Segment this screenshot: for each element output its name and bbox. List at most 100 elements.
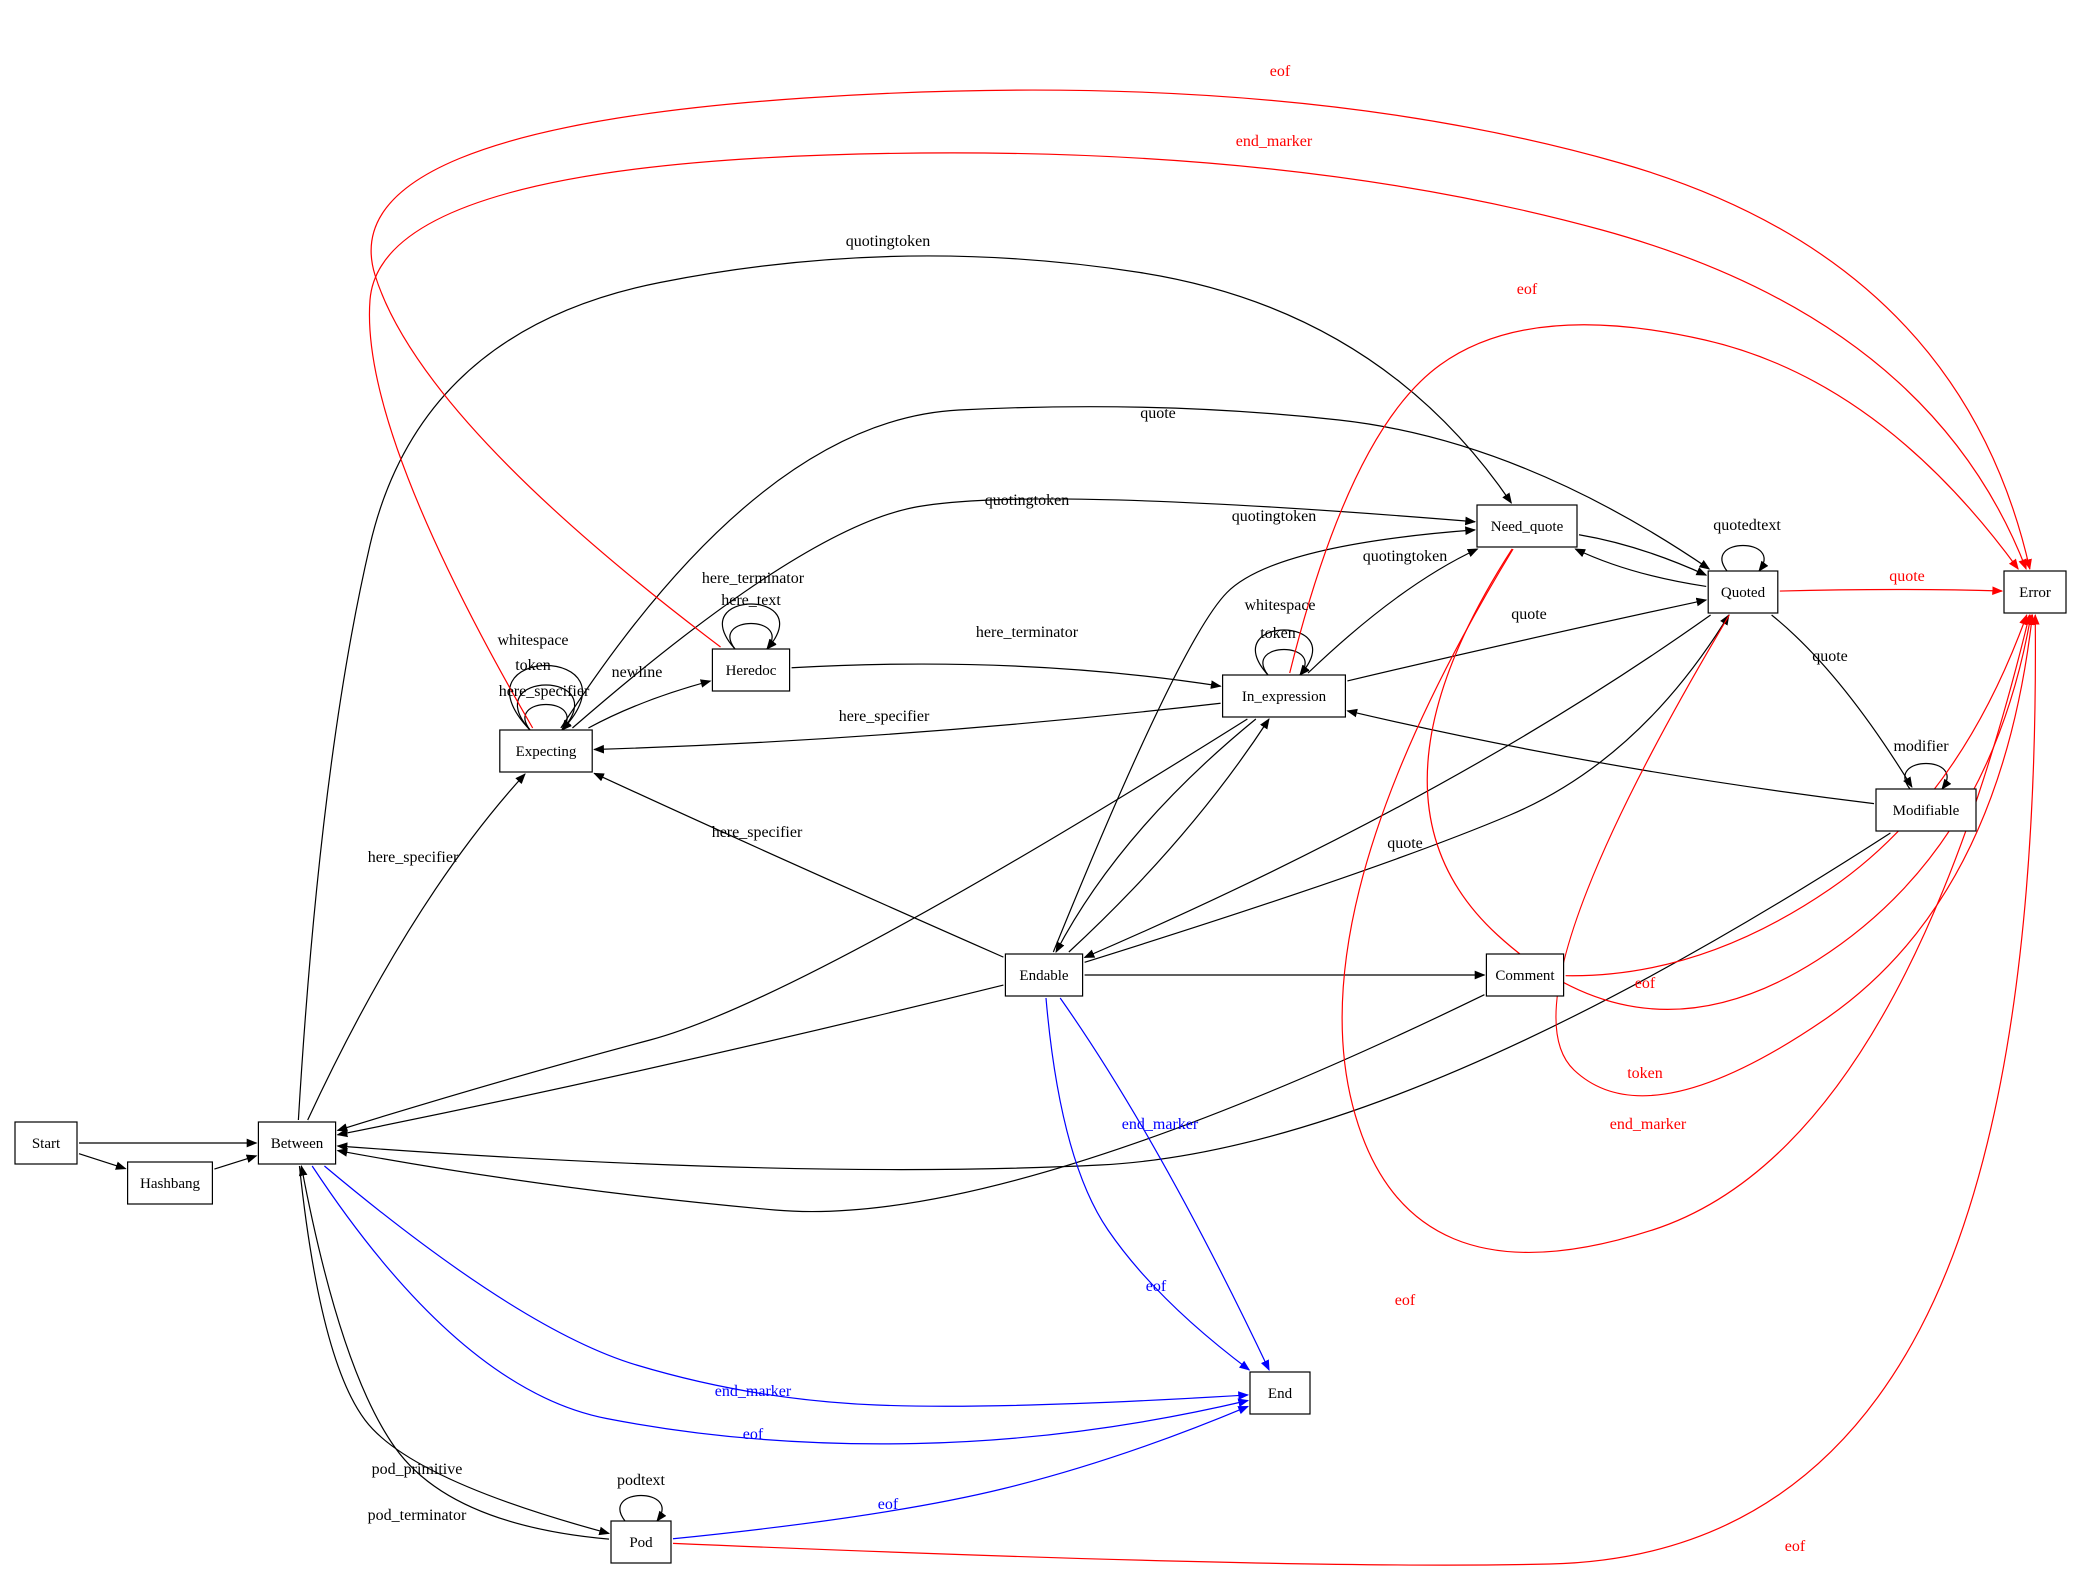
edge-quoted-endable	[1083, 614, 1711, 959]
edge-in_expression-endable	[1055, 718, 1257, 953]
state-box-error	[2003, 570, 2067, 614]
edge-label-eof: eof	[1395, 1292, 1416, 1309]
edge-expecting-error-end_marker	[368, 152, 2027, 729]
edge-layer	[78, 89, 2040, 1566]
edge-label-eof: eof	[1785, 1538, 1806, 1555]
edge-label-eof: eof	[743, 1426, 764, 1443]
state-node-pod: Pod	[610, 1520, 672, 1564]
edge-self-expecting-token	[516, 684, 576, 731]
edge-pod-end-eof	[672, 1405, 1249, 1540]
edge-label-quote: quote	[1140, 405, 1176, 422]
edge-quoted-modifiable-quote	[1771, 614, 1913, 788]
edge-quoted-error-end_marker	[1555, 613, 2036, 1097]
edge-label-quotingtoken: quotingtoken	[846, 233, 930, 250]
state-box-expecting	[499, 729, 593, 773]
edge-heredoc-in_expression-here_terminator	[791, 663, 1222, 689]
state-label-hashbang: Hashbang	[140, 1176, 200, 1192]
edge-label-token: token	[1627, 1065, 1663, 1082]
state-node-modifiable: Modifiable	[1875, 788, 1977, 832]
edge-need_quote-quoted	[1578, 534, 1708, 576]
edge-label-eof: eof	[1635, 975, 1656, 992]
edge-label-quotedtext: quotedtext	[1713, 517, 1781, 534]
state-box-in_expression	[1221, 674, 1346, 718]
edge-self-in_expression-token	[1262, 648, 1310, 676]
state-label-error: Error	[2019, 585, 2051, 601]
state-label-pod: Pod	[629, 1535, 653, 1551]
edge-label-eof: eof	[878, 1496, 899, 1513]
state-node-expecting: Expecting	[499, 729, 593, 773]
edge-self-expecting-whitespace	[508, 665, 584, 731]
state-node-in_expression: In_expression	[1221, 674, 1346, 718]
state-box-need_quote	[1476, 504, 1578, 548]
edge-comment-between	[336, 994, 1485, 1213]
edge-label-end_marker: end_marker	[1236, 133, 1313, 150]
edge-modifiable-in_expression	[1346, 708, 1875, 805]
edge-heredoc-error-eof	[370, 89, 2032, 648]
edge-comment-error-eof	[1565, 613, 2028, 977]
edge-self-quoted-quotedtext	[1721, 544, 1769, 572]
edge-label-eof: eof	[1146, 1278, 1167, 1295]
state-box-modifiable	[1875, 788, 1977, 832]
state-label-comment: Comment	[1495, 968, 1555, 984]
edge-self-pod-podtext	[619, 1494, 667, 1522]
edge-label-newline: newline	[612, 664, 663, 681]
edge-label-quote: quote	[1387, 835, 1423, 852]
edge-expecting-quoted-quote	[560, 406, 1711, 729]
edge-endable-expecting-here_specifier	[593, 772, 1004, 958]
state-box-heredoc	[711, 648, 791, 692]
edge-label-modifier: modifier	[1893, 738, 1949, 755]
state-box-hashbang	[126, 1161, 214, 1205]
edge-label-whitespace: whitespace	[1244, 597, 1315, 614]
edge-between-end-end_marker	[324, 1165, 1250, 1407]
edge-pod-error-eof	[672, 613, 2040, 1566]
edge-label-quote: quote	[1511, 606, 1547, 623]
state-label-between: Between	[271, 1136, 324, 1152]
edge-endable-quoted-quote	[1084, 614, 1730, 963]
edge-label-pod_primitive: pod_primitive	[372, 1461, 463, 1478]
edge-in_expression-need_quote-quotingtoken	[1307, 548, 1479, 674]
state-node-hashbang: Hashbang	[126, 1161, 214, 1205]
state-label-heredoc: Heredoc	[726, 663, 777, 679]
edge-between-expecting-here_specifier	[307, 773, 526, 1121]
edge-endable-end-end_marker	[1059, 997, 1270, 1371]
edge-label-here_specifier: here_specifier	[839, 708, 930, 725]
edge-self-expecting-here_specifier	[524, 703, 572, 731]
edge-between-need_quote-quotingtoken	[297, 255, 1512, 1121]
state-label-endable: Endable	[1019, 968, 1068, 984]
edge-label-here_specifier: here_specifier	[368, 849, 459, 866]
state-label-need_quote: Need_quote	[1491, 519, 1564, 535]
edge-label-end_marker: end_marker	[1122, 1116, 1199, 1133]
edge-self-heredoc-here_terminator	[721, 603, 781, 650]
edge-start-hashbang	[78, 1153, 127, 1170]
edge-label-eof: eof	[1517, 281, 1538, 298]
state-node-end: End	[1249, 1371, 1311, 1415]
edge-label-end_marker: end_marker	[1610, 1116, 1687, 1133]
edge-label-here_terminator: here_terminator	[702, 570, 805, 587]
edge-label-token: token	[515, 657, 551, 674]
state-node-start: Start	[14, 1121, 78, 1165]
edge-label-quotingtoken: quotingtoken	[1363, 548, 1447, 565]
edge-modifiable-between	[336, 832, 1891, 1171]
state-label-start: Start	[32, 1136, 61, 1152]
state-label-modifiable: Modifiable	[1893, 803, 1960, 819]
state-box-end	[1249, 1371, 1311, 1415]
edge-label-end_marker: end_marker	[715, 1383, 792, 1400]
edge-between-end-eof	[311, 1165, 1250, 1445]
state-node-heredoc: Heredoc	[711, 648, 791, 692]
edge-self-in_expression-whitespace	[1254, 629, 1314, 676]
state-node-quoted: Quoted	[1707, 570, 1779, 614]
edge-label-quotingtoken: quotingtoken	[985, 492, 1069, 509]
edge-label-token: token	[1260, 625, 1296, 642]
edge-expecting-heredoc-newline	[588, 679, 712, 729]
edge-label-whitespace: whitespace	[497, 632, 568, 649]
state-box-endable	[1004, 953, 1084, 997]
edge-label-eof: eof	[1270, 63, 1291, 80]
state-node-between: Between	[257, 1121, 337, 1165]
edge-label-podtext: podtext	[617, 1472, 666, 1489]
edge-in_expression-quoted-quote	[1347, 597, 1708, 682]
state-label-in_expression: In_expression	[1242, 689, 1327, 705]
edge-label-here_terminator: here_terminator	[976, 624, 1079, 641]
